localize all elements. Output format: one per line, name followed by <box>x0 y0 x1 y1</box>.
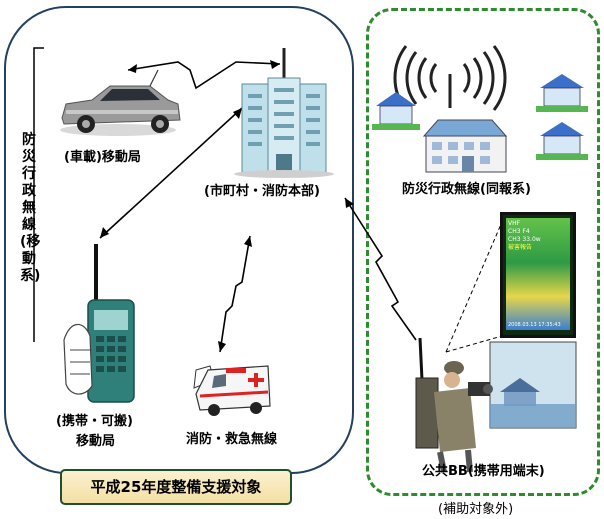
terminal-line-4: 被害報告 <box>508 244 533 251</box>
broadcast-label: 防災行政無線(同報系) <box>402 182 531 197</box>
terminal-line-3: CH3 33.0w <box>508 236 541 243</box>
link-building-publicbb <box>344 197 417 341</box>
mobile-system-title: 防災行政無線(移動系) <box>20 132 41 284</box>
public-bb-label: 公共BB(携帯用端末) <box>422 464 545 479</box>
link-building-ambulance <box>219 235 251 353</box>
subsidy-excluded-note: (補助対象外) <box>438 502 514 517</box>
handheld-station-label-2: 移動局 <box>76 434 116 449</box>
terminal-screen: VHF CH3 F4 CH3 33.0w 被害報告 2008.03.13 17:… <box>500 212 576 338</box>
subsidy-excluded-region <box>366 8 600 496</box>
headquarters-label: (市町村・消防本部) <box>204 184 320 199</box>
terminal-line-2: CH3 F4 <box>508 228 530 235</box>
terminal-line-1: VHF <box>508 220 521 227</box>
ambulance-radio-label: 消防・救急無線 <box>186 432 278 447</box>
vehicle-station-label: (車載)移動局 <box>64 150 141 165</box>
link-building-handheld <box>99 107 243 239</box>
handheld-station-label-1: (携帯・可搬) <box>56 414 133 429</box>
link-car-building <box>127 61 281 90</box>
terminal-timestamp: 2008.03.13 17:35:43 <box>508 322 561 328</box>
subsidy-target-banner: 平成25年度整備支援対象 <box>60 469 292 505</box>
title-bracket <box>33 47 44 342</box>
